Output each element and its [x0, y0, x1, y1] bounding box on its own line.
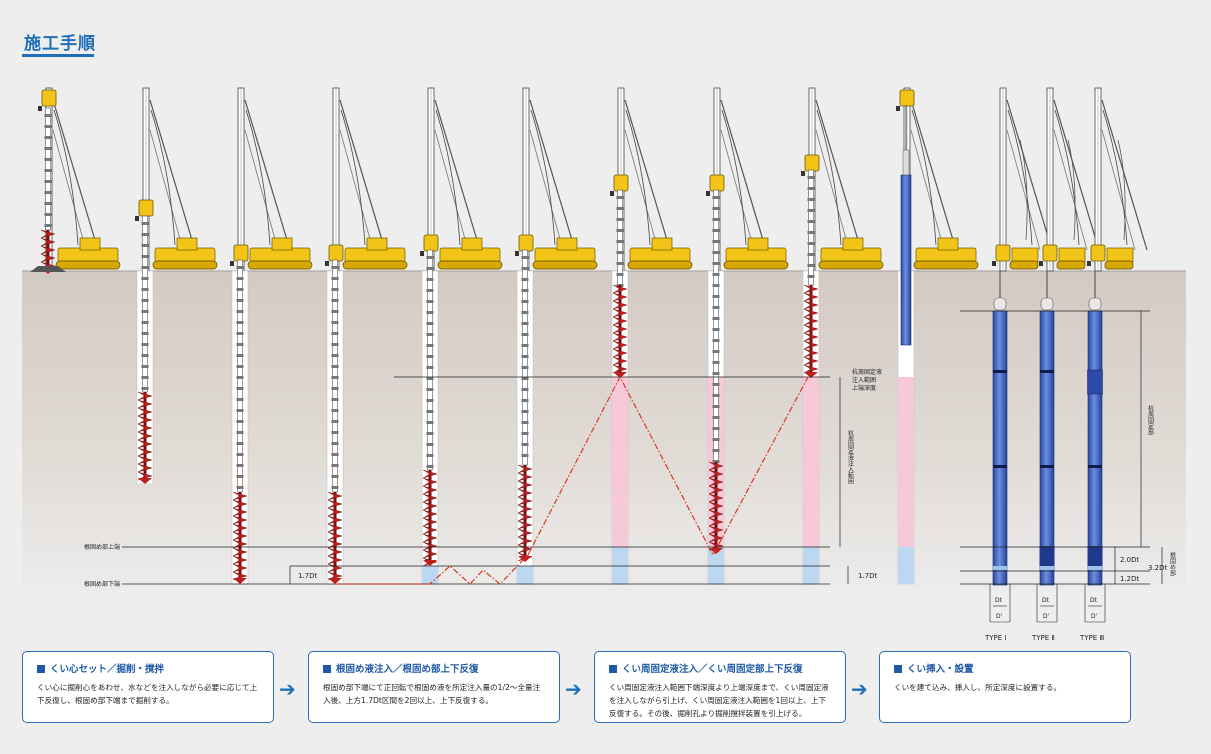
drill-rod [236, 259, 244, 493]
drill-rig [706, 87, 789, 272]
pile [900, 174, 912, 346]
label-upper-end-3: 上端深度 [852, 384, 876, 392]
auger-flight [612, 284, 628, 378]
fix-fluid [803, 377, 819, 547]
root-fluid [422, 566, 438, 584]
drill-rod [44, 107, 52, 231]
step-1-text: くい心に掘削心をあわせ、水などを注入しながら必要に応じて上下反復し、根固め部下端… [37, 683, 258, 705]
step-1-title: くい心セット／掘削・撹拌 [37, 661, 261, 675]
auger-flight [232, 491, 248, 584]
step-box-1: くい心セット／掘削・撹拌 くい心に掘削心をあわせ、水などを注入しながら必要に応じ… [22, 651, 274, 723]
step-box-3: くい周固定液注入／くい周固定部上下反復 くい周固定液注入範囲下端深度より上端深度… [594, 651, 846, 723]
auger-flight [803, 284, 819, 378]
drill-rig [420, 87, 503, 272]
step-4-text: くいを建て込み、挿入し、所定深度に設置する。 [894, 683, 1062, 692]
drill-rig [992, 87, 1053, 272]
label-dprime-3: D' [1091, 613, 1098, 620]
dimension-marks [289, 311, 1163, 584]
drill-rod [141, 215, 149, 393]
label-dt-3: Dt [1090, 597, 1098, 604]
drill-rod [616, 189, 624, 287]
pile-cap [902, 149, 910, 176]
drill-rod [712, 189, 720, 463]
label-dprime-2: D' [1043, 613, 1050, 620]
step-2-text: 根固め部下端にて正回転で根固め液を所定注入量の1/2～全量注入後、上方1.7Dt… [323, 683, 541, 705]
root-fluid [708, 547, 724, 584]
rigs [38, 87, 1148, 272]
drill-rod [426, 249, 434, 471]
type-dims [989, 584, 1106, 623]
label-upper-end-1: 杭周固定液 [852, 368, 882, 376]
label-upper-end-2: 注入範囲 [852, 376, 876, 384]
label-dt-1: Dt [995, 597, 1003, 604]
drill-rig [230, 87, 313, 272]
drill-rod [807, 169, 815, 286]
root-fluid [612, 547, 628, 584]
drill-rig [515, 87, 598, 272]
drill-rig [325, 87, 408, 272]
reciprocation-lines [335, 375, 809, 585]
label-root-part: 根固め部 [1169, 551, 1176, 577]
ground [22, 271, 1186, 591]
fix-fluid [612, 377, 628, 547]
holes [30, 105, 1103, 586]
arrow-icon-1: ➔ [279, 677, 296, 701]
label-root-top: 根固め部上端 [84, 543, 120, 551]
auger-flight [422, 469, 438, 567]
installed-pile [992, 271, 1008, 586]
step-3-text: くい周固定液注入範囲下端深度より上端深度まで、くい周固定液を注入しながら引上げ、… [609, 683, 829, 718]
label-dprime-1: D' [996, 613, 1003, 620]
auger-flight [517, 464, 533, 562]
drill-rod [331, 259, 339, 493]
label-12dt: 1.2Dt [1120, 575, 1140, 583]
label-17dt-b: 1.7Dt [858, 572, 878, 580]
drill-rig [1039, 87, 1100, 272]
step-2-title: 根固め液注入／根固め部上下反復 [323, 661, 547, 675]
installed-pile [1087, 271, 1103, 586]
auger-flight [327, 491, 343, 584]
drill-rig [1087, 87, 1148, 272]
label-type-3: TYPE Ⅲ [1079, 634, 1104, 642]
fix-fluid [898, 377, 914, 547]
step-4-title: くい挿入・設置 [894, 661, 1118, 675]
label-pile-fixed: 杭周固定部 [1147, 404, 1154, 436]
page-title: 施工手順 [24, 34, 96, 54]
label-root-bottom: 根固め部下端 [84, 580, 120, 588]
label-dt-2: Dt [1042, 597, 1050, 604]
auger-flight [708, 461, 724, 554]
auger-flight [137, 391, 153, 484]
drill-rig [135, 87, 218, 272]
arrow-icon-3: ➔ [851, 677, 868, 701]
label-type-1: TYPE Ⅰ [984, 634, 1007, 642]
installed-pile [1039, 271, 1055, 586]
arrow-icon-2: ➔ [565, 677, 582, 701]
label-32dt: 3.2Dt [1148, 564, 1168, 572]
label-17dt-a: 1.7Dt [298, 572, 318, 580]
depth-lines [122, 310, 1150, 585]
root-fluid [898, 547, 914, 584]
label-20dt: 2.0Dt [1120, 556, 1140, 564]
root-fluid [517, 566, 533, 584]
label-fix-range: 杭周固定液注入範囲 [847, 429, 854, 485]
label-type-2: TYPE Ⅱ [1031, 634, 1055, 642]
title-underline [22, 54, 94, 57]
step-box-2: 根固め液注入／根固め部上下反復 根固め部下端にて正回転で根固め液を所定注入量の1… [308, 651, 560, 723]
step-3-title: くい周固定液注入／くい周固定部上下反復 [609, 661, 833, 675]
root-fluid [803, 547, 819, 584]
drill-rig [610, 87, 693, 272]
drill-rod [521, 249, 529, 466]
step-box-4: くい挿入・設置 くいを建て込み、挿入し、所定深度に設置する。 [879, 651, 1131, 723]
